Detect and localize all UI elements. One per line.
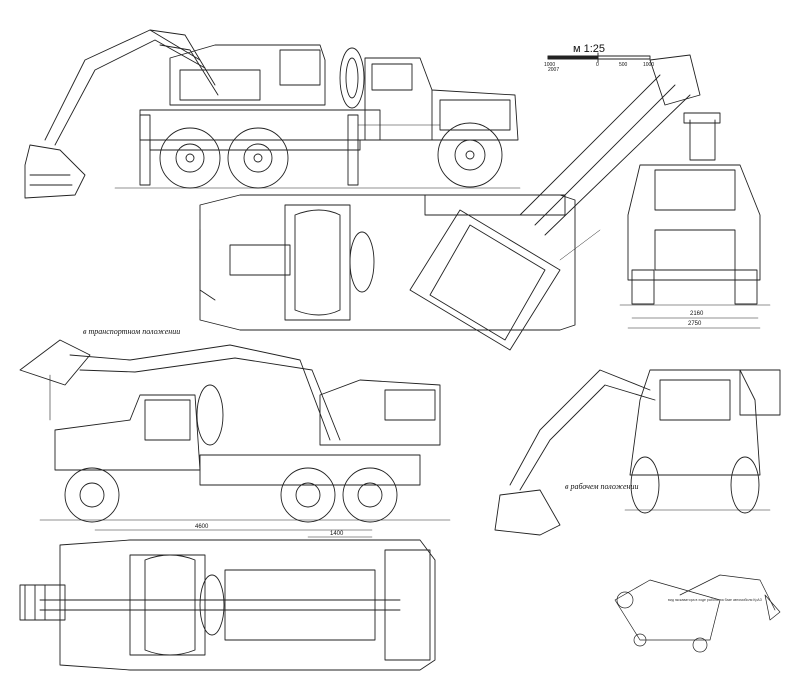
dimension-track: 2160: [690, 311, 704, 317]
perspective-sketch: [614, 574, 781, 653]
plan-view-middle: [199, 54, 701, 351]
side-view-working-top: [24, 29, 521, 199]
dimension-base: 4600: [195, 524, 209, 530]
scale-tick-500: 500: [619, 62, 628, 68]
sketch-note: вид экскаватора в ходе работы на базе ав…: [668, 598, 762, 602]
dimension-rear-base: 1400: [330, 531, 344, 537]
scale-bar: [547, 52, 651, 63]
label-transport-position: в транспортном положении: [83, 327, 181, 336]
scale-tick-0: 0: [596, 62, 599, 68]
scale-subtext: 2007: [548, 67, 560, 73]
scale-tick-1000-right: 1000: [643, 62, 655, 68]
scale-tick-1000-left: 1000: [544, 62, 556, 68]
plan-view-bottom: [19, 539, 436, 671]
side-view-transport: [19, 339, 451, 538]
scale-label: м 1:25: [573, 43, 606, 55]
dimension-width: 2750: [688, 321, 702, 327]
front-view-working: [494, 369, 781, 536]
front-view-transport: [619, 112, 771, 329]
label-working-position: в рабочем положении: [565, 482, 639, 491]
